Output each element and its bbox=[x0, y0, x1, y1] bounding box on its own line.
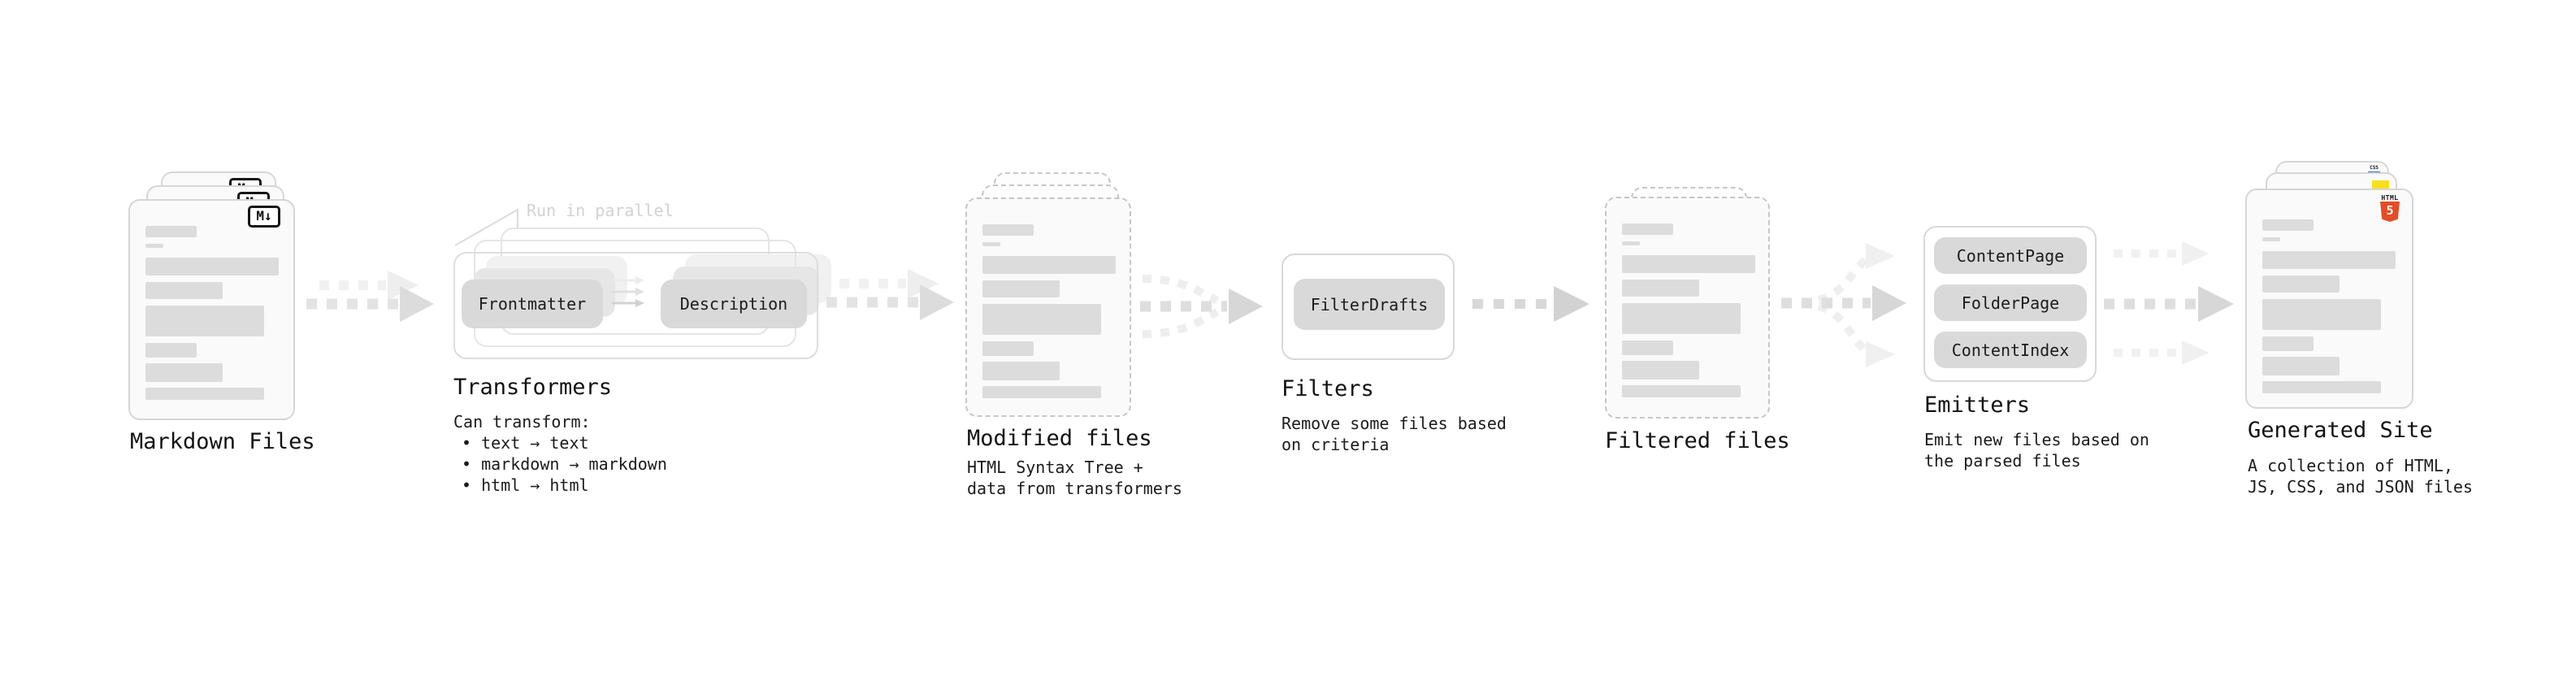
flow-arrow-markdown-to-transformers bbox=[306, 271, 434, 322]
text-line-placeholder bbox=[145, 244, 163, 248]
text-line-placeholder bbox=[145, 258, 279, 275]
flow-arrow-filters-to-filtered bbox=[1472, 286, 1589, 322]
text-line-placeholder bbox=[145, 306, 264, 336]
markdown-icon: M↓ bbox=[248, 206, 280, 228]
flow-arrow-modified-to-filters bbox=[1140, 275, 1263, 338]
frontmatter-transformer-box: Frontmatter bbox=[462, 280, 603, 328]
text-line-placeholder bbox=[1622, 361, 1699, 380]
run-in-parallel-annotation: Run in parallel bbox=[527, 201, 674, 220]
text-line-placeholder bbox=[982, 280, 1060, 297]
emitters-container bbox=[1923, 226, 2097, 382]
text-line-placeholder bbox=[982, 242, 1000, 246]
text-line-placeholder bbox=[2262, 219, 2314, 231]
generated-site-description: A collection of HTML, JS, CSS, and JSON … bbox=[2248, 456, 2473, 497]
text-line-placeholder bbox=[2262, 275, 2340, 293]
markdown-files-label: Markdown Files bbox=[130, 429, 315, 454]
text-line-placeholder bbox=[982, 341, 1034, 356]
text-line-placeholder bbox=[982, 386, 1101, 398]
flow-arrow-emitters-to-site bbox=[2104, 241, 2234, 365]
generated-site-card-front: HTML 5 bbox=[2245, 189, 2413, 409]
text-line-placeholder bbox=[145, 343, 197, 358]
flow-arrow-transformers-to-modified bbox=[826, 269, 954, 320]
transformers-description: Can transform: • text → text • markdown … bbox=[453, 412, 667, 495]
text-line-placeholder bbox=[2262, 336, 2314, 351]
text-line-placeholder bbox=[1622, 303, 1741, 334]
text-line-placeholder bbox=[2262, 251, 2396, 269]
contentpage-emitter-box: ContentPage bbox=[1934, 237, 2087, 274]
filtered-file-card-front bbox=[1605, 197, 1770, 419]
text-line-placeholder bbox=[982, 362, 1060, 380]
modified-files-description: HTML Syntax Tree + data from transformer… bbox=[967, 458, 1182, 498]
contentindex-emitter-box: ContentIndex bbox=[1934, 332, 2087, 368]
emitters-description: Emit new files based on the parsed files bbox=[1924, 430, 2149, 471]
transformer-step-arrows bbox=[612, 276, 644, 307]
text-line-placeholder bbox=[145, 363, 223, 382]
text-line-placeholder bbox=[2262, 299, 2381, 330]
generated-site-label: Generated Site bbox=[2248, 418, 2433, 443]
text-line-placeholder bbox=[2262, 237, 2280, 241]
text-line-placeholder bbox=[1622, 241, 1640, 245]
folderpage-emitter-box: FolderPage bbox=[1934, 284, 2087, 321]
text-line-placeholder bbox=[982, 304, 1101, 335]
text-line-placeholder bbox=[1622, 340, 1673, 355]
filters-description: Remove some files based on criteria bbox=[1281, 414, 1507, 454]
html5-logo-icon: HTML 5 bbox=[2380, 194, 2400, 222]
text-line-placeholder bbox=[1622, 255, 1755, 273]
modified-files-label: Modified files bbox=[967, 426, 1152, 451]
modified-file-card-front bbox=[965, 197, 1131, 417]
text-line-placeholder bbox=[2262, 381, 2381, 393]
emitters-label: Emitters bbox=[1924, 393, 2031, 418]
text-line-placeholder bbox=[1622, 280, 1699, 297]
text-line-placeholder bbox=[145, 388, 264, 400]
text-line-placeholder bbox=[2262, 357, 2340, 375]
annotation-leader-line bbox=[454, 208, 518, 246]
text-line-placeholder bbox=[145, 282, 223, 299]
filters-container bbox=[1281, 254, 1455, 360]
text-line-placeholder bbox=[1622, 223, 1673, 235]
transformers-label: Transformers bbox=[453, 375, 613, 400]
text-line-placeholder bbox=[145, 226, 197, 237]
flow-arrow-filtered-to-emitters bbox=[1781, 243, 1906, 367]
description-transformer-box: Description bbox=[661, 280, 807, 328]
transformer-layer-front bbox=[453, 252, 818, 359]
text-line-placeholder bbox=[982, 224, 1034, 236]
text-line-placeholder bbox=[1622, 385, 1741, 397]
text-line-placeholder bbox=[982, 256, 1116, 274]
filtered-files-label: Filtered files bbox=[1605, 428, 1790, 453]
filters-label: Filters bbox=[1281, 376, 1374, 401]
filterdrafts-box: FilterDrafts bbox=[1294, 279, 1445, 330]
markdown-file-card-front: M↓ bbox=[128, 199, 295, 420]
